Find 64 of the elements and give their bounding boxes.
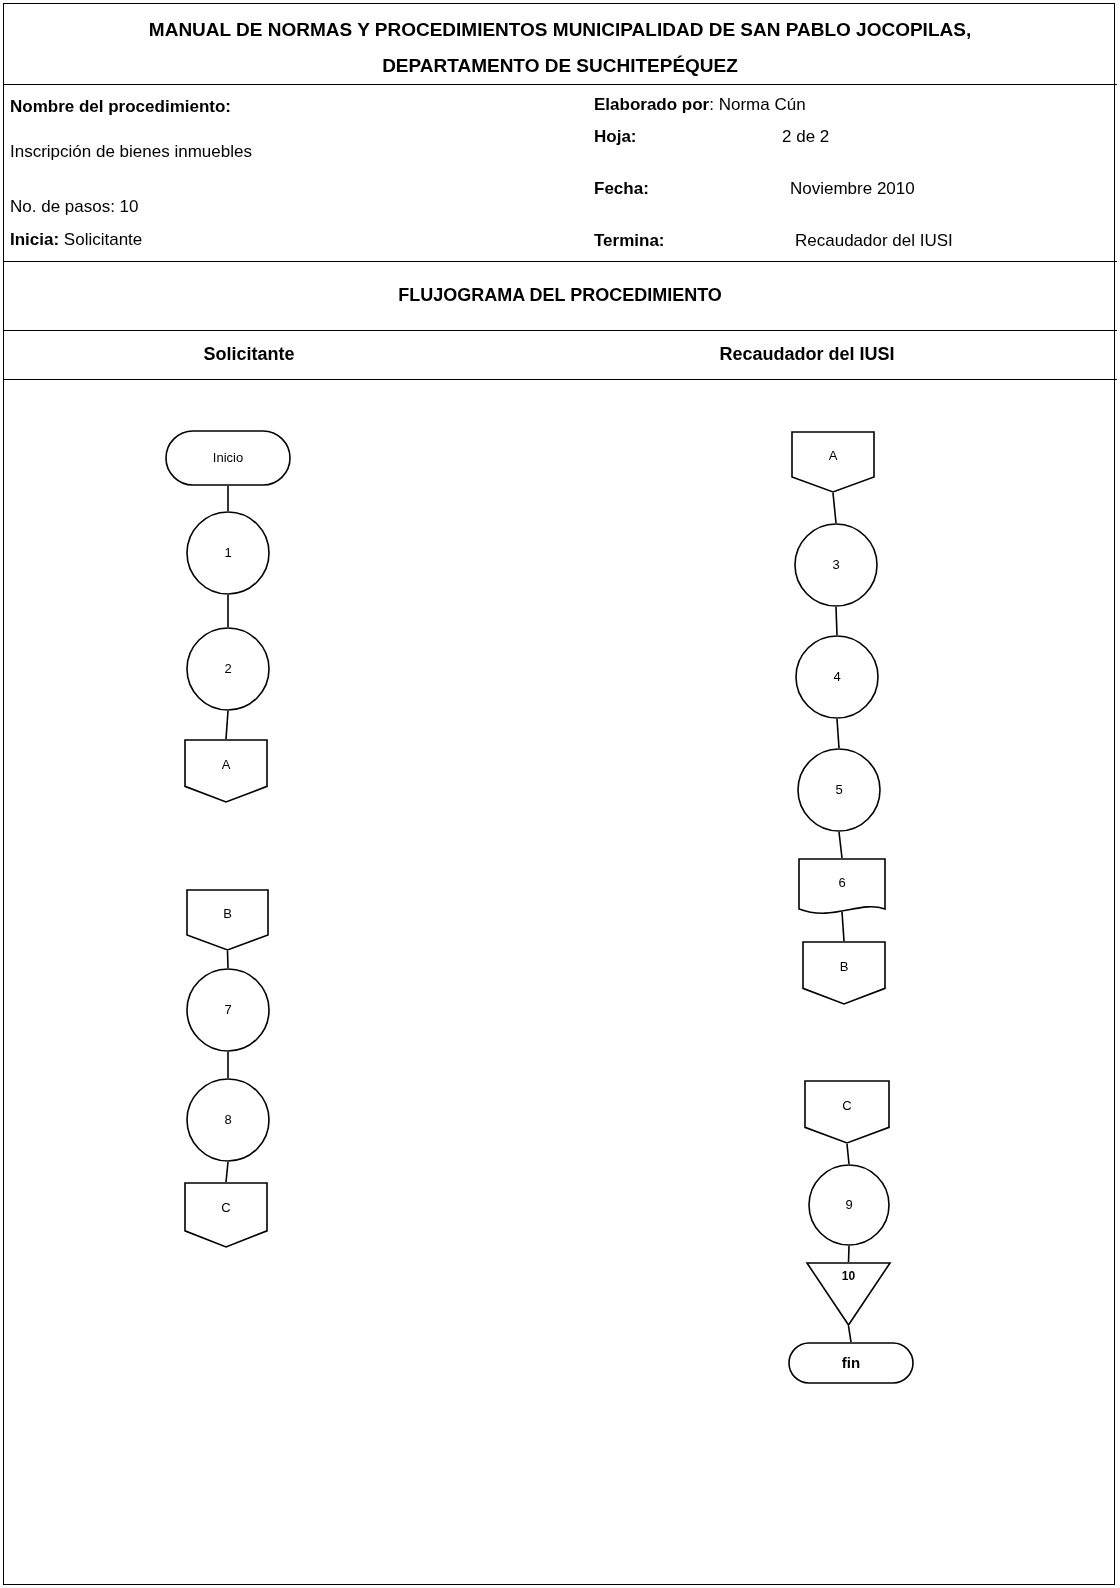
field-value: 2 de 2	[782, 127, 830, 147]
field-text: Inicia: Solicitante	[10, 230, 143, 250]
step-circle	[795, 635, 879, 719]
column-heading: Solicitante	[203, 344, 295, 364]
node-label: 6	[838, 875, 846, 892]
connector-line	[846, 1143, 850, 1165]
node-label: A	[828, 447, 838, 464]
connector-line	[227, 485, 229, 512]
node-label: fin	[841, 1355, 861, 1371]
step-circle	[186, 968, 270, 1052]
field-text: No. de pasos: 10	[10, 197, 139, 217]
connector-line	[832, 492, 837, 524]
off-page-connector	[802, 941, 886, 1005]
connector-line	[225, 710, 229, 740]
node-label: 1	[224, 545, 232, 561]
end-triangle	[806, 1262, 891, 1326]
connector-line	[226, 950, 229, 969]
step-circle	[794, 523, 878, 607]
step-circle	[808, 1164, 890, 1246]
field-label: Nombre del procedimiento:	[10, 97, 232, 117]
terminal-shape	[788, 1342, 914, 1384]
connector-line	[847, 1245, 850, 1263]
node-label: Inicio	[212, 450, 244, 466]
field-label: Fecha:	[594, 179, 649, 199]
off-page-connector	[186, 889, 269, 951]
node-label: 10	[841, 1268, 856, 1285]
connector-line	[225, 1161, 229, 1183]
step-circle	[186, 511, 270, 595]
step-circle	[186, 627, 270, 711]
field-text: Elaborado por: Norma Cún	[594, 95, 806, 115]
connector-line	[227, 594, 229, 628]
node-label: 9	[845, 1197, 853, 1213]
step-circle	[797, 748, 881, 832]
node-label: B	[223, 905, 232, 922]
connector-line	[835, 606, 838, 636]
node-label: 4	[833, 669, 841, 685]
off-page-connector	[791, 431, 875, 493]
connector-line	[838, 831, 843, 859]
field-label: Termina:	[594, 231, 665, 251]
node-label: B	[839, 958, 849, 975]
connector-line	[836, 718, 840, 749]
off-page-connector	[804, 1080, 890, 1144]
node-label: 3	[832, 557, 840, 573]
field-value: Recaudador del IUSI	[795, 231, 953, 251]
node-label: 2	[224, 661, 232, 677]
field-value: Inscripción de bienes inmuebles	[10, 142, 252, 162]
connector-line	[227, 1051, 229, 1079]
off-page-connector	[184, 739, 268, 803]
step-circle	[186, 1078, 270, 1162]
connector-line	[841, 911, 845, 942]
node-label: 5	[835, 782, 843, 798]
terminal-shape	[165, 430, 291, 486]
field-label: Hoja:	[594, 127, 637, 147]
off-page-connector	[184, 1182, 268, 1248]
field-value: Noviembre 2010	[790, 179, 915, 199]
connector-line	[847, 1325, 852, 1343]
node-label: C	[842, 1097, 852, 1114]
section-heading: FLUJOGRAMA DEL PROCEDIMIENTO	[398, 285, 722, 305]
node-label: 8	[224, 1112, 232, 1128]
page-title: MANUAL DE NORMAS Y PROCEDIMIENTOS MUNICIPALIDAD DE SAN PABLO JOCOPILAS, DEPARTAMENTO DE SUCHITEPÉQUEZ	[147, 18, 973, 78]
column-heading: Recaudador del IUSI	[719, 344, 895, 364]
node-label: A	[221, 756, 231, 773]
node-label: C	[221, 1200, 231, 1217]
node-label: 7	[224, 1002, 232, 1018]
